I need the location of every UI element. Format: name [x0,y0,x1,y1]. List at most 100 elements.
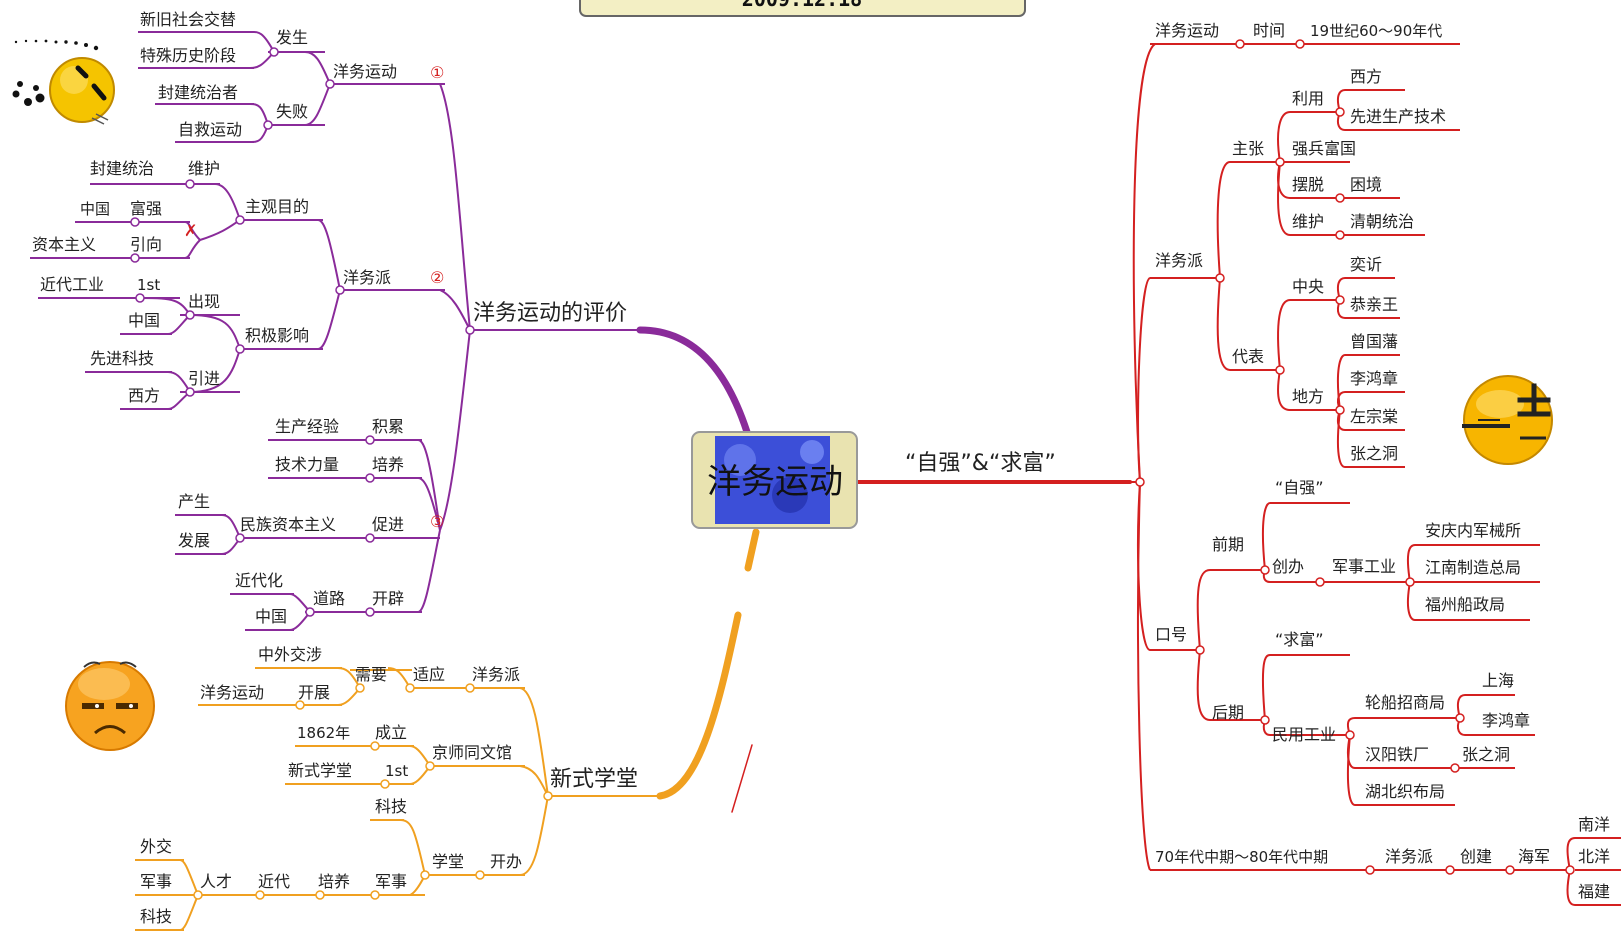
escape-label[interactable]: 摆脱 [1292,175,1324,194]
navy-faction[interactable]: 洋务派 [1385,847,1433,866]
evaluation-label[interactable]: 洋务运动的评价 [473,301,627,326]
part2-label[interactable]: 洋务派 [343,268,391,287]
military-item-1[interactable]: 安庆内军械所 [1425,521,1521,540]
modern-label[interactable]: 近代 [258,872,290,891]
open-school-label[interactable]: 开办 [490,852,522,871]
open-sub-1[interactable]: 近代化 [235,571,283,590]
ship-label[interactable]: 轮船招商局 [1365,693,1445,712]
cultivate-talent-label[interactable]: 培养 [318,872,350,891]
appear-item[interactable]: 中国 [128,311,160,330]
fleet-3[interactable]: 福建 [1578,882,1610,901]
develop-label[interactable]: 开展 [298,683,330,702]
military-item-3[interactable]: 福州船政局 [1425,595,1505,614]
open-label[interactable]: 开辟 [372,589,404,608]
early-found[interactable]: 创办 [1272,557,1304,576]
military-industry[interactable]: 军事工业 [1332,557,1396,576]
first-label[interactable]: 1st [385,762,408,780]
adapt-item[interactable]: 洋务派 [472,665,520,684]
navy-period[interactable]: 70年代中期～80年代中期 [1155,848,1328,866]
fail-item-1[interactable]: 封建统治者 [158,83,238,102]
reps-label[interactable]: 代表 [1232,347,1264,366]
maintain-label[interactable]: 维护 [188,159,220,178]
local-rep-3[interactable]: 左宗棠 [1350,407,1398,426]
adapt-label[interactable]: 适应 [413,665,445,684]
first-item[interactable]: 新式学堂 [288,761,352,780]
school-label[interactable]: 学堂 [432,852,464,871]
central-rep-label[interactable]: 中央 [1292,277,1324,296]
accumulate-item[interactable]: 生产经验 [275,417,339,436]
enrich-item[interactable]: 中国 [80,200,110,218]
early-slogan[interactable]: “自强” [1275,478,1324,497]
central-rep-2[interactable]: 恭亲王 [1350,295,1398,314]
period-label[interactable]: 19世纪60～90年代 [1310,22,1442,40]
cultivate-item[interactable]: 技术力量 [275,455,339,474]
use-label[interactable]: 利用 [1292,89,1324,108]
positive-label[interactable]: 积极影响 [245,326,309,345]
introduce-item-1[interactable]: 先进科技 [90,349,154,368]
textile-label[interactable]: 湖北织布局 [1365,782,1445,801]
central-rep-1[interactable]: 奕䜣 [1350,255,1382,274]
occur-item-2[interactable]: 特殊历史阶段 [140,46,236,65]
iron-item[interactable]: 张之洞 [1462,745,1510,764]
iron-label[interactable]: 汉阳铁厂 [1365,745,1429,764]
enrich-label[interactable]: 富强 [130,199,162,218]
open-sub-2[interactable]: 中国 [255,607,287,626]
occur-label[interactable]: 发生 [276,28,308,47]
open-item[interactable]: 道路 [313,589,345,608]
local-rep-2[interactable]: 李鸿章 [1350,369,1398,388]
subject-1[interactable]: 科技 [375,797,407,816]
promote-sub-2[interactable]: 发展 [178,531,210,550]
part1-label[interactable]: 洋务运动 [333,62,397,81]
selfstrength-label[interactable]: “自强”&“求富” [905,451,1056,476]
local-rep-4[interactable]: 张之洞 [1350,444,1398,463]
subject-2[interactable]: 军事 [375,872,407,891]
civil-industry[interactable]: 民用工业 [1272,725,1336,744]
field-2[interactable]: 军事 [140,872,172,891]
fleet-2[interactable]: 北洋 [1578,847,1610,866]
subjective-label[interactable]: 主观目的 [245,197,309,216]
use-item-1[interactable]: 西方 [1350,67,1382,86]
movement-label[interactable]: 洋务运动 [1155,21,1219,40]
talent-label[interactable]: 人才 [200,872,232,891]
introduce-label[interactable]: 引进 [188,369,220,388]
claims-label[interactable]: 主张 [1232,139,1264,158]
field-3[interactable]: 科技 [140,907,172,926]
appear-first-item[interactable]: 近代工业 [40,275,104,294]
schools-label[interactable]: 新式学堂 [550,767,638,792]
local-rep-1[interactable]: 曾国藩 [1350,332,1398,351]
navy-label[interactable]: 海军 [1518,847,1550,866]
promote-item[interactable]: 民族资本主义 [240,515,336,534]
accumulate-label[interactable]: 积累 [372,417,404,436]
promote-label[interactable]: 促进 [372,515,404,534]
slogan-label[interactable]: 口号 [1155,625,1187,644]
escape-item[interactable]: 困境 [1350,175,1382,194]
fail-item-2[interactable]: 自救运动 [178,120,242,139]
found-label[interactable]: 成立 [375,723,407,742]
develop-item[interactable]: 洋务运动 [200,683,264,702]
military-item-2[interactable]: 江南制造总局 [1425,558,1521,577]
fleet-1[interactable]: 南洋 [1578,815,1610,834]
occur-item-1[interactable]: 新旧社会交替 [140,10,236,29]
appear-first[interactable]: 1st [137,276,160,294]
time-label[interactable]: 时间 [1253,21,1285,40]
tongwen-label[interactable]: 京师同文馆 [432,743,512,762]
maintain-rule-label[interactable]: 维护 [1292,212,1324,231]
navy-found[interactable]: 创建 [1460,847,1492,866]
guide-item[interactable]: 资本主义 [32,235,96,254]
field-1[interactable]: 外交 [140,837,172,856]
maintain-item[interactable]: 封建统治 [90,159,154,178]
need-item[interactable]: 中外交涉 [258,645,322,664]
guide-label[interactable]: 引向 [130,235,162,254]
cultivate-label[interactable]: 培养 [372,455,404,474]
introduce-item-2[interactable]: 西方 [128,386,160,405]
local-rep-label[interactable]: 地方 [1292,387,1324,406]
fail-label[interactable]: 失败 [276,102,308,121]
central-node[interactable]: 洋务运动 [691,431,858,529]
ship-item-2[interactable]: 李鸿章 [1482,711,1530,730]
late-label[interactable]: 后期 [1212,703,1244,722]
promote-sub-1[interactable]: 产生 [178,492,210,511]
found-year[interactable]: 1862年 [297,724,350,742]
need-label[interactable]: 需要 [355,665,387,684]
use-item-2[interactable]: 先进生产技术 [1350,107,1446,126]
ship-item-1[interactable]: 上海 [1482,671,1514,690]
